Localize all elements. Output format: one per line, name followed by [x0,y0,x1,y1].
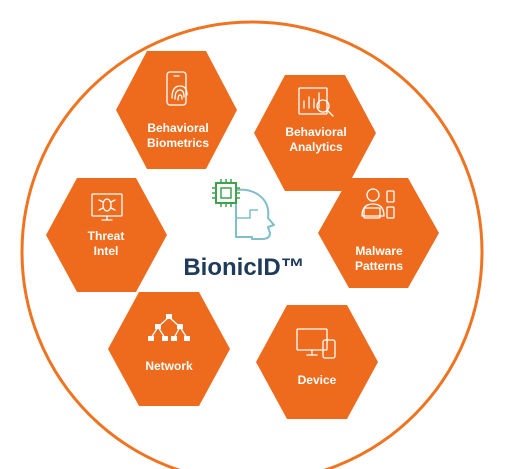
node-label-line1: Behavioral [147,121,208,135]
hexagon [256,305,378,419]
bug-monitor-icon [91,193,123,221]
circuit-trace [236,209,258,219]
hex-behavioral-biometrics: Behavioral Biometrics [116,51,237,169]
chip-head-icon [212,179,275,240]
node-label-line1: Threat [88,229,125,243]
hexagon [116,51,237,169]
head-outline [235,188,275,240]
center-title: BionicID™ [183,254,304,281]
hex-network: Network [108,292,230,406]
hacker-icon [361,188,395,219]
hexagon [108,292,230,406]
node-label-line1: Device [298,373,337,387]
chip-pins [212,179,240,207]
hexagon [318,178,439,288]
network-nodes-icon [148,314,190,341]
monitor-tablet-icon [296,328,336,359]
hex-malware-patterns: Malware Patterns [318,178,439,288]
chart-magnifier-icon [298,87,334,117]
hexagon [46,178,167,292]
hex-device: Device [256,305,378,419]
chip-core [220,187,232,199]
chip [215,182,237,204]
node-label-line1: Malware [355,244,403,258]
node-label-line2: Intel [94,244,119,258]
node-label-line2: Analytics [289,140,343,154]
hex-behavioral-analytics: Behavioral Analytics [254,75,376,191]
node-label-line1: Behavioral [285,125,346,139]
fingerprint-phone-icon [166,71,188,106]
node-label-line1: Network [145,359,193,373]
node-label-line2: Patterns [355,259,403,273]
hexagon [254,75,376,191]
outer-ring [20,20,484,469]
hex-threat-intel: Threat Intel [46,178,167,292]
node-label-line2: Biometrics [147,136,209,150]
